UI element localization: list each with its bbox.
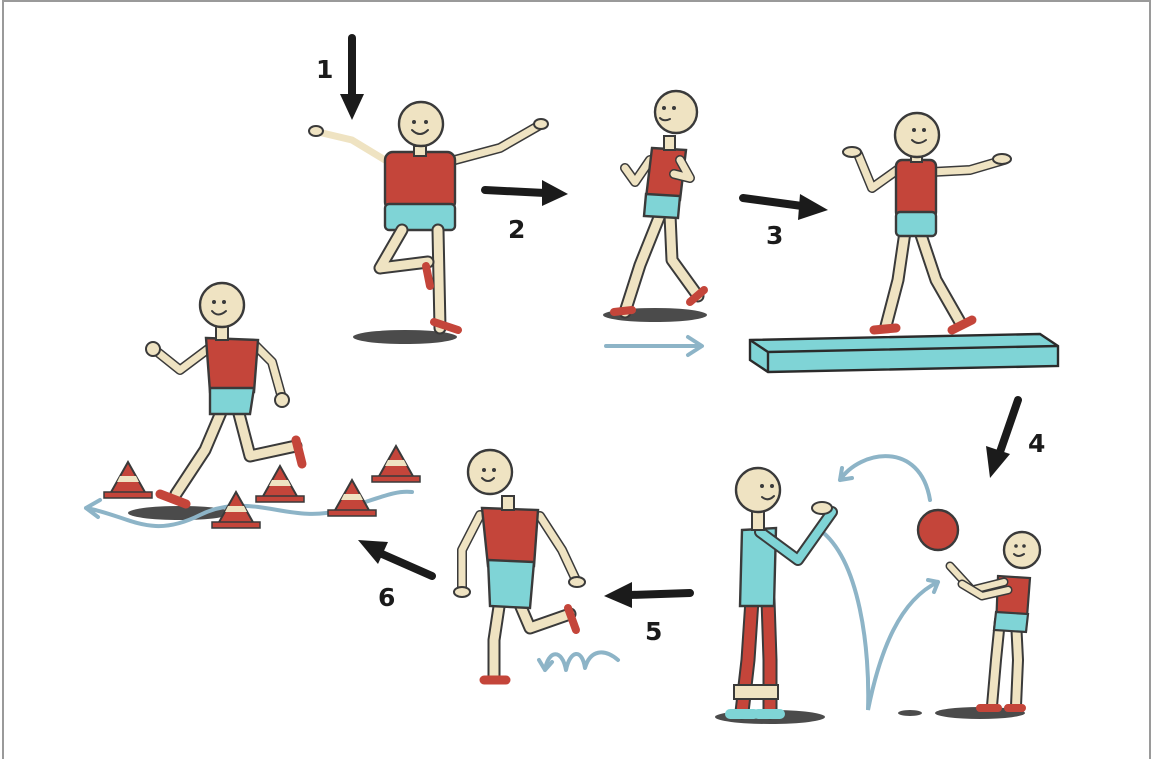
step-number-6: 6	[378, 583, 395, 612]
balance-beam	[750, 334, 1058, 372]
step-number-2: 2	[508, 215, 525, 244]
diagram-frame	[3, 1, 1150, 759]
step-number-4: 4	[1028, 429, 1045, 458]
step-number-3: 3	[766, 221, 783, 250]
step-number-5: 5	[645, 617, 662, 646]
step-number-1: 1	[316, 55, 333, 84]
ball	[918, 510, 958, 550]
